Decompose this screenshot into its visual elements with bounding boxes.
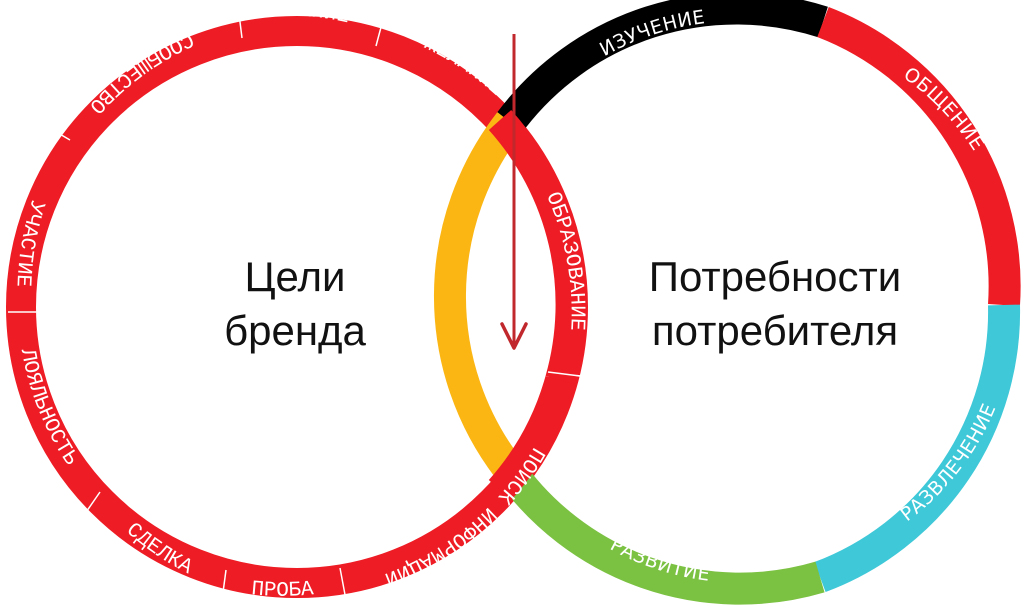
arrow-head-icon	[500, 322, 528, 350]
right-title-line2: потребителя	[651, 307, 899, 354]
label-razvlechenie: РАЗВЛЕЧЕНИЕ	[897, 400, 1001, 526]
right-title-line1: Потребности	[648, 253, 902, 300]
segment-razvlechenie	[814, 304, 1021, 592]
left-ring-divider-redraw	[547, 371, 581, 377]
segment-priznanie	[434, 112, 523, 478]
label-proba: ПРОБА	[250, 578, 315, 603]
label-obshenie: ОБЩЕНИЕ	[899, 63, 988, 155]
left-title-line1: Цели	[244, 253, 346, 300]
segment-razvitie	[494, 458, 825, 605]
right-circle-title: Потребности потребителя	[610, 250, 940, 358]
down-arrow	[500, 34, 528, 350]
label-priznanie: ПРИЗНАНИЕ	[468, 247, 504, 377]
left-ring-overlap-lower	[488, 375, 575, 500]
segment-obshenie	[817, 7, 1021, 307]
left-circle-title: Цели бренда	[175, 250, 415, 358]
segment-izuchenie	[497, 0, 828, 132]
left-ring-overlap	[488, 109, 586, 385]
left-title-line2: бренда	[224, 307, 366, 354]
right-ring	[434, 0, 1021, 605]
